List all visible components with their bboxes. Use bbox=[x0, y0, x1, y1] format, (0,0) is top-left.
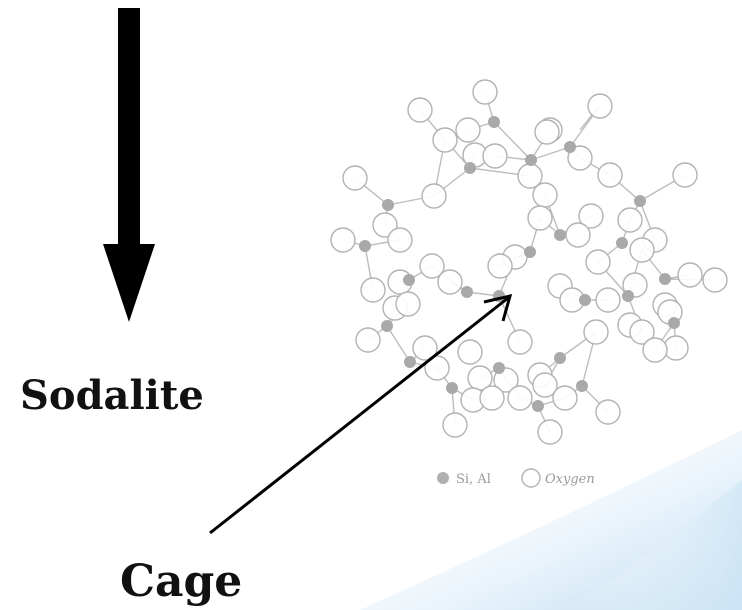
oxygen-atom bbox=[565, 222, 591, 248]
si-al-atom bbox=[403, 274, 415, 286]
si-al-atom bbox=[488, 116, 500, 128]
oxygen-atom bbox=[412, 335, 438, 361]
oxygen-atom bbox=[597, 162, 623, 188]
oxygen-atom bbox=[387, 227, 413, 253]
oxygen-atom bbox=[479, 385, 505, 411]
si-al-atom bbox=[446, 382, 458, 394]
oxygen-atom bbox=[567, 145, 593, 171]
oxygen-atom bbox=[617, 207, 643, 233]
bond bbox=[493, 121, 532, 161]
cage-label: Cage bbox=[120, 556, 243, 607]
cage-pointer-arrow bbox=[209, 293, 513, 535]
si-al-atom bbox=[359, 240, 371, 252]
oxygen-atom bbox=[355, 327, 381, 353]
legend-si-al-label: Si, Al bbox=[456, 472, 491, 487]
oxygen-atom bbox=[372, 212, 398, 238]
si-al-atom bbox=[622, 290, 634, 302]
oxygen-atom bbox=[587, 93, 613, 119]
oxygen-atom bbox=[437, 269, 463, 295]
oxygen-atom bbox=[629, 319, 655, 345]
si-al-atom bbox=[381, 320, 393, 332]
si-al-atom bbox=[464, 162, 476, 174]
si-al-atom-layer bbox=[359, 116, 680, 412]
oxygen-atom bbox=[642, 337, 668, 363]
oxygen-atom bbox=[507, 385, 533, 411]
bond bbox=[530, 146, 571, 161]
si-al-atom bbox=[579, 294, 591, 306]
legend-oxygen-label: Oxygen bbox=[545, 472, 595, 487]
si-al-atom bbox=[524, 246, 536, 258]
si-al-atom bbox=[554, 229, 566, 241]
oxygen-atom bbox=[532, 372, 558, 398]
si-al-atom bbox=[668, 317, 680, 329]
si-al-atom bbox=[659, 273, 671, 285]
oxygen-atom bbox=[702, 267, 728, 293]
oxygen-atom bbox=[360, 277, 386, 303]
legend-si-al-marker bbox=[437, 472, 449, 484]
oxygen-atom bbox=[493, 367, 519, 393]
oxygen-atom bbox=[407, 97, 433, 123]
si-al-atom bbox=[493, 362, 505, 374]
oxygen-atom bbox=[583, 319, 609, 345]
oxygen-atom bbox=[342, 165, 368, 191]
si-al-atom bbox=[404, 356, 416, 368]
oxygen-atom bbox=[395, 291, 421, 317]
oxygen-atom bbox=[507, 329, 533, 355]
si-al-atom bbox=[634, 195, 646, 207]
si-al-atom bbox=[554, 352, 566, 364]
oxygen-atom bbox=[672, 162, 698, 188]
si-al-atom bbox=[382, 199, 394, 211]
si-al-atom bbox=[564, 141, 576, 153]
si-al-atom bbox=[461, 286, 473, 298]
si-al-atom bbox=[616, 237, 628, 249]
oxygen-atom bbox=[455, 117, 481, 143]
oxygen-atom bbox=[578, 203, 604, 229]
oxygen-atom bbox=[442, 412, 468, 438]
oxygen-atom bbox=[629, 237, 655, 263]
oxygen-atom bbox=[482, 143, 508, 169]
legend-oxygen-marker bbox=[521, 468, 541, 488]
oxygen-atom bbox=[472, 79, 498, 105]
oxygen-atom bbox=[595, 399, 621, 425]
bond bbox=[386, 325, 411, 363]
oxygen-atom bbox=[419, 253, 445, 279]
oxygen-atom bbox=[585, 249, 611, 275]
sodalite-label: Sodalite bbox=[20, 372, 204, 419]
oxygen-atom bbox=[534, 119, 560, 145]
oxygen-atom bbox=[537, 419, 563, 445]
oxygen-atom bbox=[432, 127, 458, 153]
oxygen-atom bbox=[532, 182, 558, 208]
oxygen-atom bbox=[552, 385, 578, 411]
oxygen-atom bbox=[330, 227, 356, 253]
oxygen-atom bbox=[421, 183, 447, 209]
si-al-atom bbox=[532, 400, 544, 412]
oxygen-atom bbox=[527, 205, 553, 231]
down-arrow bbox=[103, 8, 155, 322]
oxygen-atom bbox=[663, 335, 689, 361]
oxygen-atom bbox=[677, 262, 703, 288]
oxygen-atom bbox=[457, 339, 483, 365]
si-al-atom bbox=[576, 380, 588, 392]
oxygen-atom bbox=[487, 253, 513, 279]
oxygen-atom bbox=[424, 355, 450, 381]
legend: Si, Al Oxygen bbox=[437, 468, 595, 488]
si-al-atom bbox=[525, 154, 537, 166]
oxygen-atom bbox=[595, 287, 621, 313]
